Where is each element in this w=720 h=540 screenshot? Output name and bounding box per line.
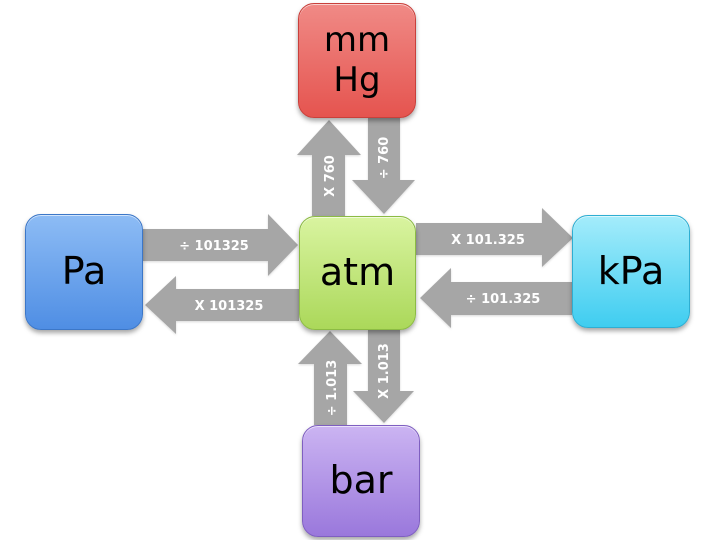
- node-kpa-label: kPa: [597, 248, 665, 293]
- label-atm-to-bar: X 1.013: [377, 343, 392, 399]
- node-atm: atm: [299, 216, 416, 330]
- node-mmhg: mm Hg: [298, 3, 416, 118]
- label-mmhg-to-atm: ÷ 760: [377, 137, 392, 180]
- label-atm-to-kpa: X 101.325: [451, 233, 525, 248]
- node-atm-label: atm: [319, 250, 396, 295]
- arrow-atm-to-bar: [353, 330, 414, 423]
- arrow-atm-to-kpa: [416, 208, 573, 267]
- node-kpa: kPa: [572, 215, 690, 328]
- label-kpa-to-atm: ÷ 101.325: [466, 292, 541, 307]
- node-bar-label: bar: [329, 458, 393, 503]
- arrow-kpa-to-atm: [420, 268, 572, 328]
- node-pa: Pa: [25, 214, 143, 330]
- node-bar: bar: [302, 425, 420, 537]
- node-mmhg-line2: Hg: [333, 59, 381, 100]
- arrow-mmhg-to-atm: [352, 118, 415, 214]
- arrow-bar-to-atm: [298, 331, 362, 425]
- label-pa-to-atm: ÷ 101325: [179, 239, 249, 254]
- label-bar-to-atm: ÷ 1.013: [325, 360, 340, 417]
- arrow-atm-to-mmhg: [297, 120, 361, 216]
- node-mmhg-line1: mm: [323, 20, 391, 61]
- label-atm-to-pa: X 101325: [195, 299, 264, 314]
- arrow-pa-to-atm: [143, 214, 298, 276]
- node-pa-label: Pa: [61, 249, 107, 294]
- arrow-atm-to-pa: [145, 276, 299, 334]
- label-atm-to-mmhg: X 760: [323, 155, 338, 197]
